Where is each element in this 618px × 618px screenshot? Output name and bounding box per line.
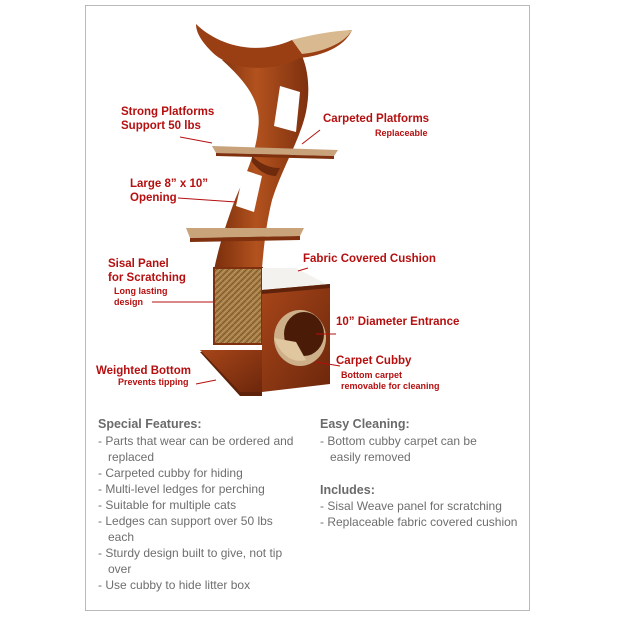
- list-item: Sturdy design built to give, not tip ove…: [98, 545, 298, 577]
- special-features-heading: Special Features:: [98, 417, 202, 431]
- lower-platform: [186, 228, 304, 242]
- sisal-panel-sub1: Long lasting: [114, 286, 168, 296]
- sisal-panel-line1: Sisal Panel: [108, 258, 169, 270]
- carpeted-platforms-title: Carpeted Platforms: [323, 113, 430, 125]
- weighted-bottom-title: Weighted Bottom: [96, 365, 191, 377]
- carpet-cubby-sub2: removable for cleaning: [341, 381, 440, 391]
- list-item: Parts that wear can be ordered and repla…: [98, 433, 298, 465]
- fabric-cushion-callout: Fabric Covered Cushion: [303, 253, 436, 265]
- strong-platforms-line2: Support 50 lbs: [121, 120, 201, 132]
- list-item: Replaceable fabric covered cushion: [320, 514, 520, 530]
- list-item: Ledges can support over 50 lbs each: [98, 513, 298, 545]
- middle-platform: [212, 146, 338, 176]
- carpeted-platforms-sub: Replaceable: [375, 128, 428, 138]
- carpet-cubby-title: Carpet Cubby: [336, 355, 412, 367]
- large-opening-line1: Large 8” x 10”: [130, 178, 208, 190]
- cubby-box: [262, 268, 330, 392]
- large-opening-callout: Large 8” x 10” Opening: [130, 177, 208, 205]
- diameter-entrance-callout: 10” Diameter Entrance: [336, 316, 460, 328]
- includes-heading: Includes:: [320, 483, 375, 497]
- easy-cleaning-list: Bottom cubby carpet can be easily remove…: [320, 433, 505, 465]
- carpet-cubby-sub1: Bottom carpet: [341, 370, 403, 380]
- top-crescent-platform: [196, 24, 352, 68]
- list-item: Suitable for multiple cats: [98, 497, 298, 513]
- trunk-opening: [236, 86, 300, 212]
- strong-platforms-line1: Strong Platforms: [121, 106, 215, 118]
- weighted-base: [200, 350, 262, 396]
- includes-list: Sisal Weave panel for scratching Replace…: [320, 498, 520, 530]
- list-item: Bottom cubby carpet can be easily remove…: [320, 433, 505, 465]
- sisal-panel-sub2: design: [114, 297, 144, 307]
- weighted-bottom-sub: Prevents tipping: [118, 377, 189, 387]
- strong-platforms-callout: Strong Platforms Support 50 lbs: [121, 105, 214, 133]
- sisal-panel-line2: for Scratching: [108, 272, 186, 284]
- callout-leaders: [152, 129, 341, 385]
- large-opening-line2: Opening: [130, 192, 177, 204]
- list-item: Multi-level ledges for perching: [98, 481, 298, 497]
- list-item: Use cubby to hide litter box: [98, 577, 298, 593]
- list-item: Carpeted cubby for hiding: [98, 465, 298, 481]
- sisal-panel-callout: Sisal Panel for Scratching: [108, 257, 186, 285]
- top-carpet-pad: [292, 30, 352, 54]
- easy-cleaning-heading: Easy Cleaning:: [320, 417, 410, 431]
- sisal-panel: [213, 267, 263, 345]
- special-features-list: Parts that wear can be ordered and repla…: [98, 433, 298, 593]
- list-item: Sisal Weave panel for scratching: [320, 498, 520, 514]
